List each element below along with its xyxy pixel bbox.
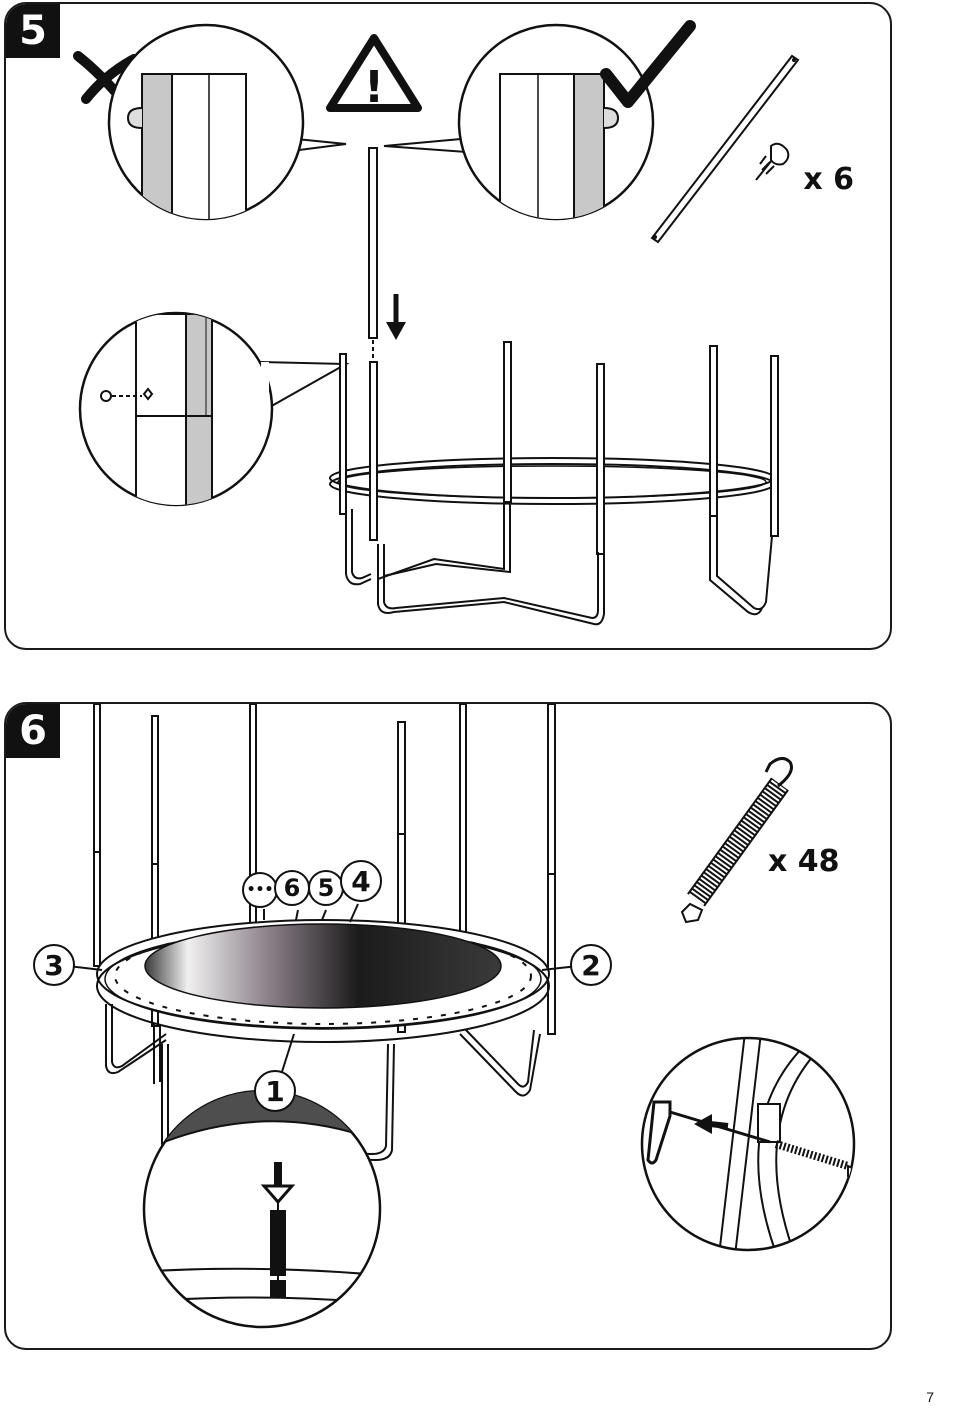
callout-ellipsis: ••• <box>242 872 278 908</box>
step-5-illustration: ! x 6 <box>73 20 854 626</box>
page-number: 7 <box>926 1389 934 1405</box>
upper-pole <box>368 147 378 362</box>
callout-4: 4 <box>340 860 382 902</box>
tool-detail-circle <box>640 1036 856 1252</box>
spring-icon <box>680 757 793 924</box>
callout-2: 2 <box>570 944 612 986</box>
net-poles <box>93 704 556 1035</box>
trampoline-frame <box>329 457 775 505</box>
correct-detail-circle <box>383 23 655 221</box>
step-6-illustration <box>67 704 856 1329</box>
screw-icon <box>755 142 790 181</box>
wrong-detail-circle <box>107 23 347 221</box>
screw-quantity: x 6 <box>803 162 854 197</box>
step-6-panel: 6 <box>4 702 892 1350</box>
frame-legs <box>345 504 773 626</box>
warning-triangle-icon: ! <box>326 34 422 113</box>
spring-ring <box>114 927 532 1025</box>
warning-symbol: ! <box>364 62 384 113</box>
down-arrow-icon <box>386 294 406 340</box>
step-number-badge: 6 <box>6 704 60 758</box>
callout-1: 1 <box>254 1070 296 1112</box>
step-5-panel: 5 ! <box>4 2 892 650</box>
callout-6: 6 <box>274 870 310 906</box>
screw-detail-circle <box>78 311 350 507</box>
callout-5: 5 <box>308 870 344 906</box>
callout-3: 3 <box>33 944 75 986</box>
loose-pole <box>650 54 800 244</box>
left-arrow-icon <box>694 1114 729 1134</box>
check-mark-icon <box>600 20 696 108</box>
step-number-badge: 5 <box>6 4 60 58</box>
frame-uprights <box>339 341 779 555</box>
jumping-mat <box>144 923 502 1009</box>
spring-quantity: x 48 <box>768 844 840 879</box>
